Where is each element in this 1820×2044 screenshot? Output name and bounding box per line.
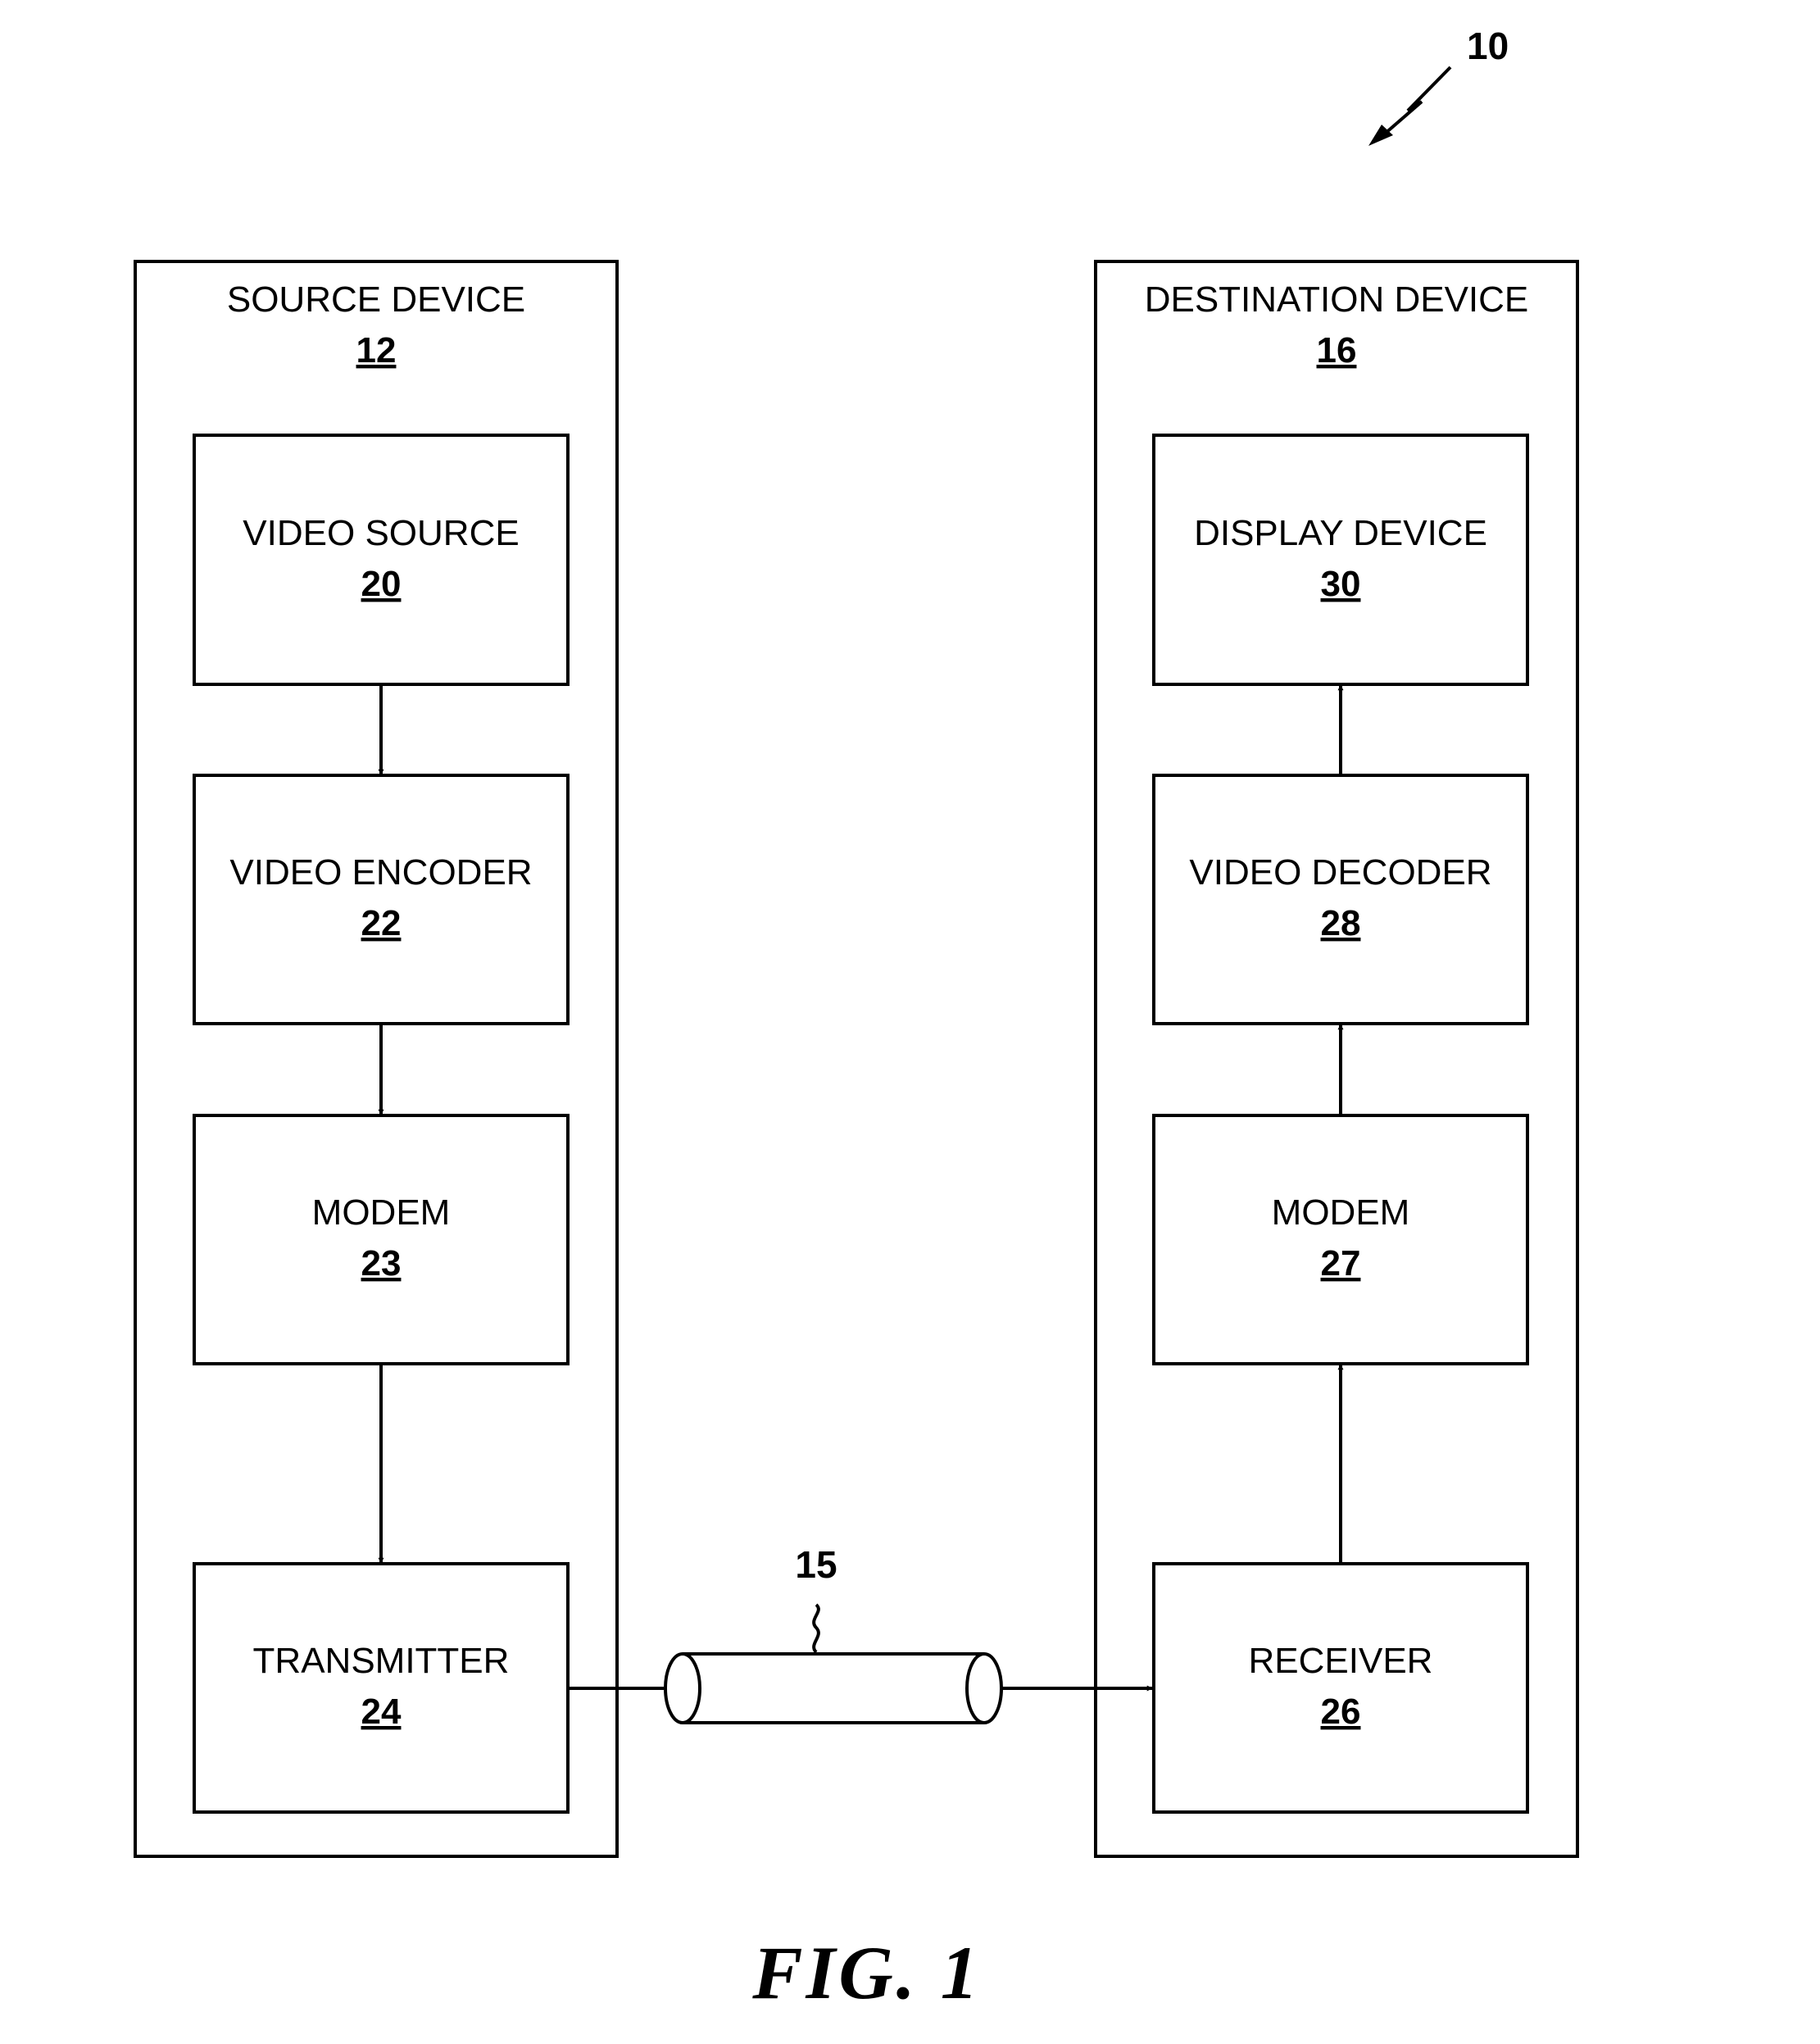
channel-cylinder-icon bbox=[683, 1654, 984, 1723]
modem-source-label: MODEM bbox=[312, 1192, 451, 1233]
display-device-label: DISPLAY DEVICE bbox=[1194, 513, 1487, 553]
receiver-label: RECEIVER bbox=[1249, 1641, 1433, 1681]
channel-ref: 15 bbox=[795, 1543, 837, 1586]
video-encoder-ref: 22 bbox=[361, 903, 402, 943]
destination-device-label: DESTINATION DEVICE bbox=[1145, 279, 1529, 320]
video-source-label: VIDEO SOURCE bbox=[243, 513, 519, 553]
video-source-block: VIDEO SOURCE 20 bbox=[194, 435, 568, 684]
destination-device: DESTINATION DEVICE 16 bbox=[1096, 261, 1577, 1856]
source-device-label: SOURCE DEVICE bbox=[227, 279, 525, 320]
video-source-ref: 20 bbox=[361, 564, 402, 604]
channel-cylinder-left-end bbox=[665, 1654, 700, 1723]
system-reference-indicator: 10 bbox=[1368, 25, 1509, 146]
figure-caption: FIG. 1 bbox=[751, 1931, 982, 2014]
channel-cylinder-right-end bbox=[967, 1654, 1001, 1723]
source-device: SOURCE DEVICE 12 bbox=[135, 261, 617, 1856]
system-reference-number: 10 bbox=[1467, 25, 1509, 67]
modem-source-ref: 23 bbox=[361, 1243, 402, 1283]
destination-device-ref: 16 bbox=[1317, 330, 1357, 370]
receiver-ref: 26 bbox=[1321, 1692, 1361, 1732]
video-decoder-ref: 28 bbox=[1321, 903, 1361, 943]
video-decoder-block: VIDEO DECODER 28 bbox=[1154, 775, 1527, 1024]
transmitter-ref: 24 bbox=[361, 1692, 402, 1732]
display-device-ref: 30 bbox=[1321, 564, 1361, 604]
source-device-ref: 12 bbox=[356, 330, 397, 370]
transmitter-label: TRANSMITTER bbox=[253, 1641, 510, 1681]
transmitter-block: TRANSMITTER 24 bbox=[194, 1564, 568, 1812]
channel: 15 bbox=[568, 1543, 1152, 1723]
lightning-arrow-icon bbox=[1378, 67, 1450, 139]
channel-leader-squiggle bbox=[814, 1605, 819, 1652]
modem-destination-ref: 27 bbox=[1321, 1243, 1361, 1283]
receiver-block: RECEIVER 26 bbox=[1154, 1564, 1527, 1812]
display-device-block: DISPLAY DEVICE 30 bbox=[1154, 435, 1527, 684]
modem-source-block: MODEM 23 bbox=[194, 1115, 568, 1364]
video-decoder-label: VIDEO DECODER bbox=[1189, 852, 1491, 893]
modem-destination-label: MODEM bbox=[1272, 1192, 1410, 1233]
destination-device-frame bbox=[1096, 261, 1577, 1856]
source-device-frame bbox=[135, 261, 617, 1856]
video-encoder-block: VIDEO ENCODER 22 bbox=[194, 775, 568, 1024]
modem-destination-block: MODEM 27 bbox=[1154, 1115, 1527, 1364]
video-encoder-label: VIDEO ENCODER bbox=[229, 852, 532, 893]
